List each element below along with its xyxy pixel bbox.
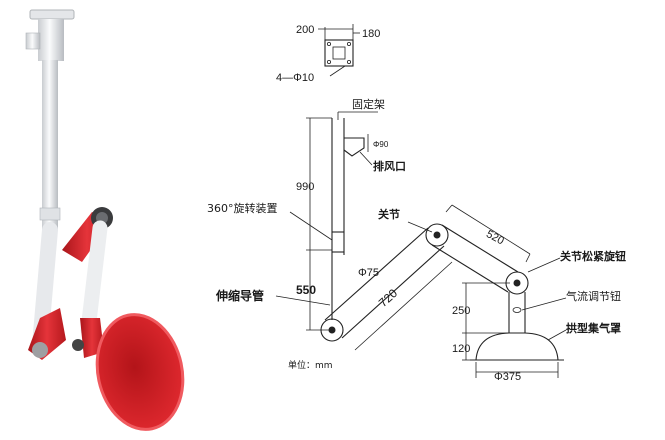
- mount-body: [38, 19, 64, 61]
- lower-height-label: 550: [296, 283, 316, 297]
- arch-hood-label: 拱型集气罩: [566, 321, 621, 335]
- exhaust-outlet-shape: [343, 137, 365, 157]
- outlet-diameter-label: Φ90: [373, 140, 389, 149]
- exhaust-outlet-label: 排风口: [373, 159, 406, 173]
- airflow-leader: [521, 297, 567, 311]
- dim-line: [354, 261, 453, 351]
- mount-hole: [346, 42, 351, 47]
- arm-diameter-label: Φ75: [358, 267, 379, 279]
- hood-joint-cap: [72, 339, 84, 351]
- arm-edge: [324, 227, 429, 321]
- hood-rim: [95, 313, 185, 431]
- mount-plate-detail: 200 180 4—Φ10: [276, 24, 380, 84]
- joint-label: 关节: [378, 207, 400, 221]
- outlet-leader: [359, 151, 373, 166]
- airflow-knob-label: 气流调节钮: [566, 289, 621, 303]
- arm-720: 720 Φ75: [320, 227, 453, 351]
- dim-line: [451, 204, 531, 255]
- joint-middle: [407, 221, 449, 247]
- dim-line: [329, 65, 346, 77]
- joint-leader: [407, 221, 433, 233]
- lower-joint-cap: [32, 342, 48, 358]
- dim-line: [445, 204, 453, 213]
- vertical-column: [331, 111, 378, 320]
- joint-knob-label: 关节松紧旋钮: [560, 249, 626, 263]
- arm-to-hood-tube: [80, 220, 108, 338]
- rotation-device-label: 360°旋转装置: [207, 201, 278, 215]
- telescopic-leader: [275, 295, 331, 306]
- tube-collar: [39, 207, 61, 221]
- hood-offset-label: 250: [452, 305, 470, 317]
- knob-joint-inner: [513, 279, 521, 287]
- mount-hole: [326, 42, 331, 47]
- vertical-tube: [42, 60, 58, 230]
- dim-line: [525, 253, 531, 263]
- knob-leader: [527, 257, 561, 273]
- hood-outline: [475, 332, 559, 361]
- arm-edge: [441, 224, 519, 273]
- airflow-knob-shape: [512, 307, 522, 313]
- upper-height-label: 990: [296, 181, 314, 193]
- rotation-leader: [289, 211, 333, 241]
- arm2-length-label: 520: [484, 228, 506, 247]
- arm-edge: [341, 245, 445, 339]
- hood-height-label: 120: [452, 343, 470, 355]
- mount-plate-inner: [332, 46, 346, 60]
- hood-leader: [547, 329, 567, 341]
- unit-label: 单位：mm: [288, 359, 333, 371]
- base-joint: [320, 318, 344, 342]
- middle-joint: [425, 223, 449, 247]
- side-outlet: [25, 32, 41, 50]
- arm1-length-label: 720: [376, 286, 400, 310]
- middle-joint-inner: [433, 231, 441, 239]
- fixed-bracket-label: 固定架: [352, 97, 385, 111]
- red-hood: [97, 314, 183, 430]
- height-dimensions: 990 550: [296, 117, 332, 331]
- arm-520: 520: [431, 204, 531, 293]
- mount-hole: [346, 60, 351, 65]
- telescopic-tube-label: 伸缩导管: [215, 288, 264, 303]
- mount-hole: [326, 60, 331, 65]
- hood-diameter-label: Φ375: [494, 371, 521, 383]
- plate-depth-label: 180: [362, 28, 380, 40]
- hood-assembly: 250 120 Φ375: [452, 257, 567, 383]
- base-joint-inner: [328, 326, 336, 334]
- plate-holes-label: 4—Φ10: [276, 72, 314, 84]
- arm-edge: [431, 244, 509, 293]
- mount-plate-square: [324, 39, 354, 67]
- plate-width-label: 200: [296, 24, 314, 36]
